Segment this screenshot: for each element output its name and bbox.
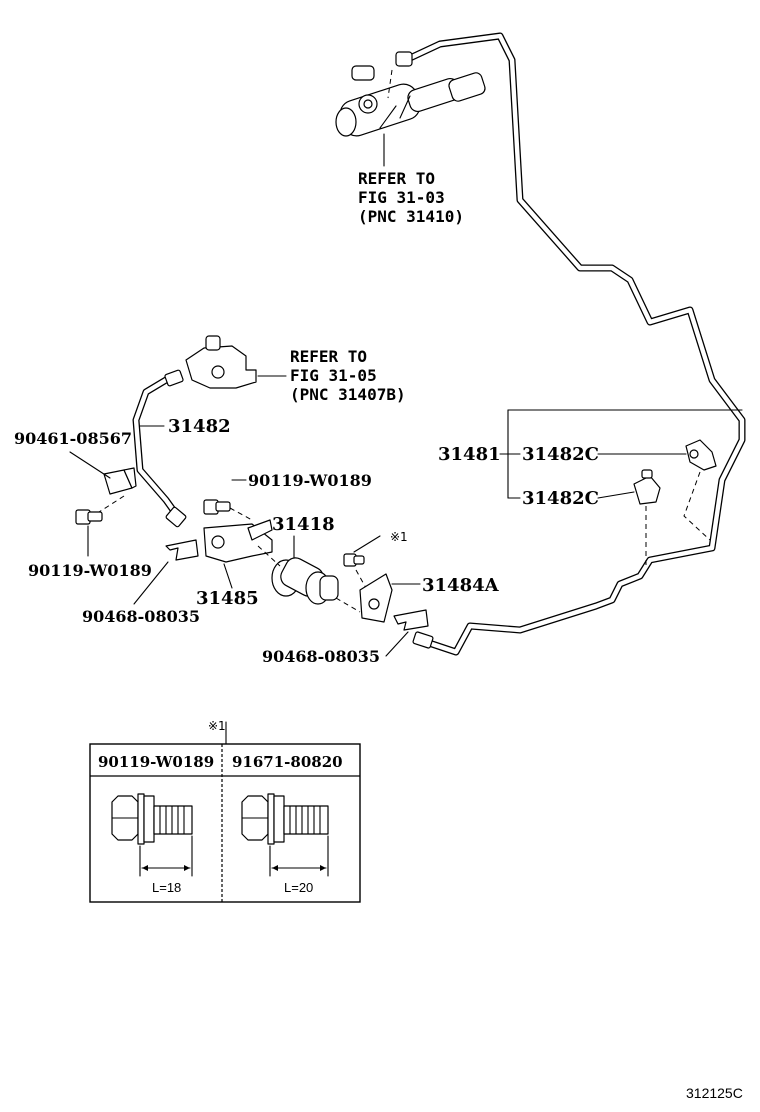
pedal-fitting bbox=[185, 335, 287, 389]
bolt-90119-w0189-left bbox=[75, 509, 103, 557]
label-31485: 31485 bbox=[196, 588, 259, 609]
table-note-mark: ※1 bbox=[208, 719, 226, 733]
bolt-note-1 bbox=[343, 535, 381, 589]
clip-90468-08035-left bbox=[133, 539, 199, 605]
clutch-hose-31482 bbox=[132, 369, 187, 528]
svg-text:REFER TO: REFER TO bbox=[358, 169, 435, 188]
clip-90468-08035-right bbox=[385, 609, 429, 657]
svg-text:REFER TO: REFER TO bbox=[290, 347, 367, 366]
bolt-90119-w0189-center bbox=[203, 479, 253, 521]
bolt-length-l20: L=20 bbox=[284, 880, 313, 895]
clutch-line-pipe bbox=[406, 32, 746, 656]
label-90468-08035-right: 90468-08035 bbox=[262, 647, 380, 666]
leader-lines bbox=[139, 409, 743, 745]
clamp-31482c-upper bbox=[683, 439, 717, 541]
bracket-31485 bbox=[203, 519, 273, 589]
reference-master-cylinder: REFER TO FIG 31-03 (PNC 31410) bbox=[358, 169, 464, 226]
svg-text:(PNC 31410): (PNC 31410) bbox=[358, 207, 464, 226]
figure-code: 312125C bbox=[686, 1085, 743, 1101]
label-note-mark: ※1 bbox=[390, 530, 408, 544]
bracket-31484a bbox=[359, 573, 421, 623]
table-header-91671-80820: 91671-80820 bbox=[232, 753, 343, 771]
master-cylinder bbox=[335, 51, 486, 167]
svg-text:FIG 31-03: FIG 31-03 bbox=[358, 188, 445, 207]
label-90468-08035-left: 90468-08035 bbox=[82, 607, 200, 626]
svg-text:(PNC 31407B): (PNC 31407B) bbox=[290, 385, 406, 404]
clamp-31482c-lower bbox=[633, 469, 661, 566]
label-31418: 31418 bbox=[272, 514, 335, 535]
bracket-90461-08567 bbox=[69, 451, 137, 515]
label-31482: 31482 bbox=[168, 416, 231, 437]
label-90119-w0189-center: 90119-W0189 bbox=[248, 471, 372, 490]
label-31481: 31481 bbox=[438, 444, 501, 465]
bolt-drawing-90119-w0189 bbox=[111, 793, 193, 877]
label-31484a: 31484A bbox=[422, 575, 500, 596]
damper-31418 bbox=[257, 535, 361, 613]
label-90461-08567: 90461-08567 bbox=[14, 429, 132, 448]
label-31482c-lower: 31482C bbox=[522, 488, 599, 509]
table-header-90119-w0189: 90119-W0189 bbox=[98, 753, 214, 771]
svg-text:FIG 31-05: FIG 31-05 bbox=[290, 366, 377, 385]
pipe-fitting-end bbox=[412, 631, 434, 649]
bolt-spec-table: ※1 90119-W0189 91671-80820 L=18 bbox=[89, 719, 361, 903]
label-31482c-upper: 31482C bbox=[522, 444, 599, 465]
bolt-drawing-91671-80820 bbox=[241, 793, 329, 877]
reference-clutch-pedal: REFER TO FIG 31-05 (PNC 31407B) bbox=[290, 347, 406, 404]
label-90119-w0189-left: 90119-W0189 bbox=[28, 561, 152, 580]
bolt-length-l18: L=18 bbox=[152, 880, 181, 895]
